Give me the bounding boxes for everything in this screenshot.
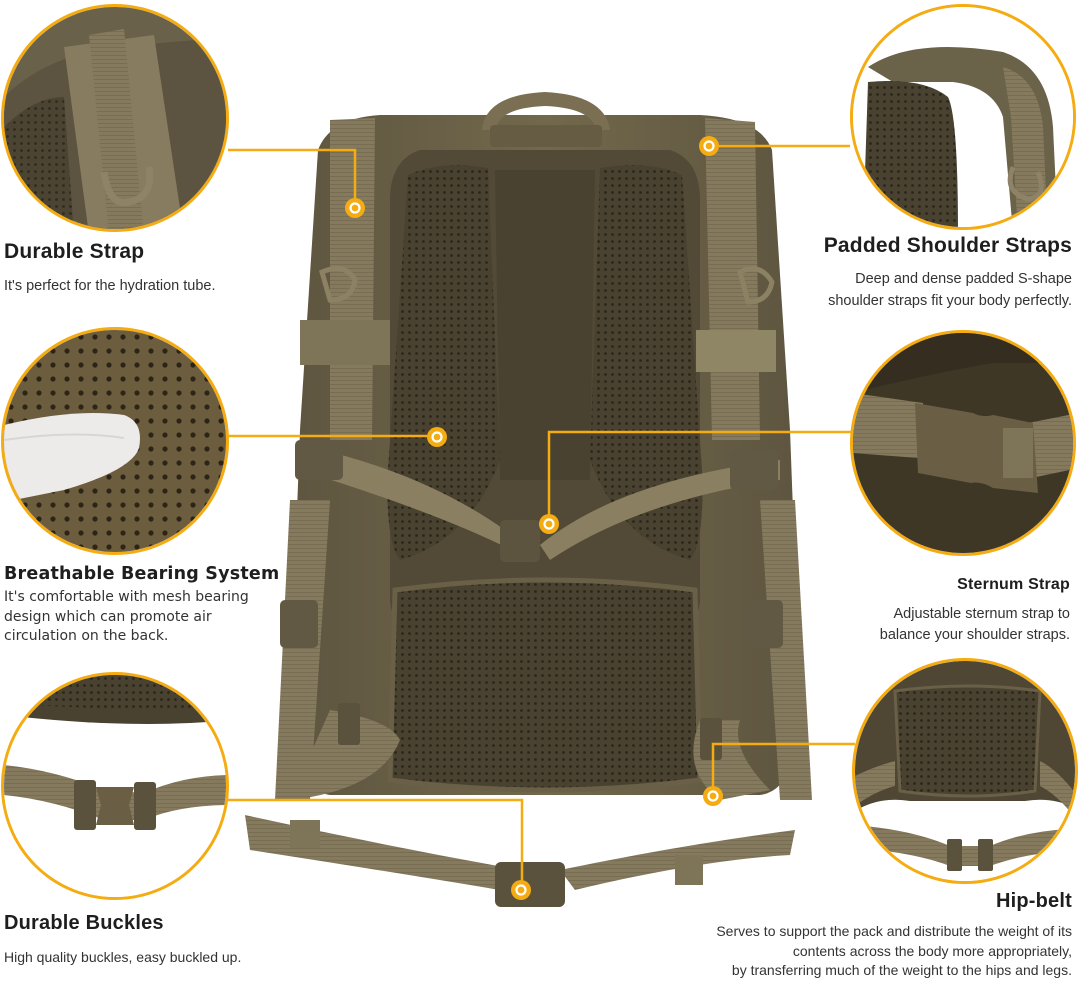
detail-circle-durable-strap xyxy=(1,4,229,232)
detail-circle-durable-buckles xyxy=(1,672,229,900)
feature-description: Serves to support the pack and distribut… xyxy=(716,923,1072,979)
feature-title: Durable Buckles xyxy=(4,912,164,934)
detail-circle-padded-shoulder-straps xyxy=(850,4,1076,230)
feature-description: Deep and dense padded S-shape shoulder s… xyxy=(828,271,1072,309)
detail-circle-hip-belt xyxy=(852,658,1078,884)
feature-hip-belt: Hip-belt Serves to support the pack and … xyxy=(716,890,1072,981)
feature-durable-strap: Durable Strap It's perfect for the hydra… xyxy=(4,240,216,297)
feature-durable-buckles: Durable Buckles High quality buckles, ea… xyxy=(4,912,241,967)
feature-title: Hip-belt xyxy=(995,890,1072,912)
feature-breathable-bearing-system: Breathable Bearing System It's comfortab… xyxy=(4,564,280,647)
feature-description: It's comfortable with mesh bearing desig… xyxy=(4,589,249,645)
feature-title: Padded Shoulder Straps xyxy=(823,234,1072,257)
feature-padded-shoulder-straps: Padded Shoulder Straps Deep and dense pa… xyxy=(824,234,1072,313)
callout-markers xyxy=(345,136,723,900)
feature-description: It's perfect for the hydration tube. xyxy=(4,278,216,295)
feature-description: Adjustable sternum strap to balance your… xyxy=(879,605,1070,644)
feature-title: Durable Strap xyxy=(4,240,145,263)
detail-circle-breathable-mesh xyxy=(1,327,229,555)
feature-title: Sternum Strap xyxy=(957,576,1070,593)
feature-title: Breathable Bearing System xyxy=(4,564,280,584)
detail-circle-sternum-strap xyxy=(850,330,1076,556)
feature-description: High quality buckles, easy buckled up. xyxy=(4,949,242,965)
feature-sternum-strap: Sternum Strap Adjustable sternum strap t… xyxy=(880,576,1070,647)
